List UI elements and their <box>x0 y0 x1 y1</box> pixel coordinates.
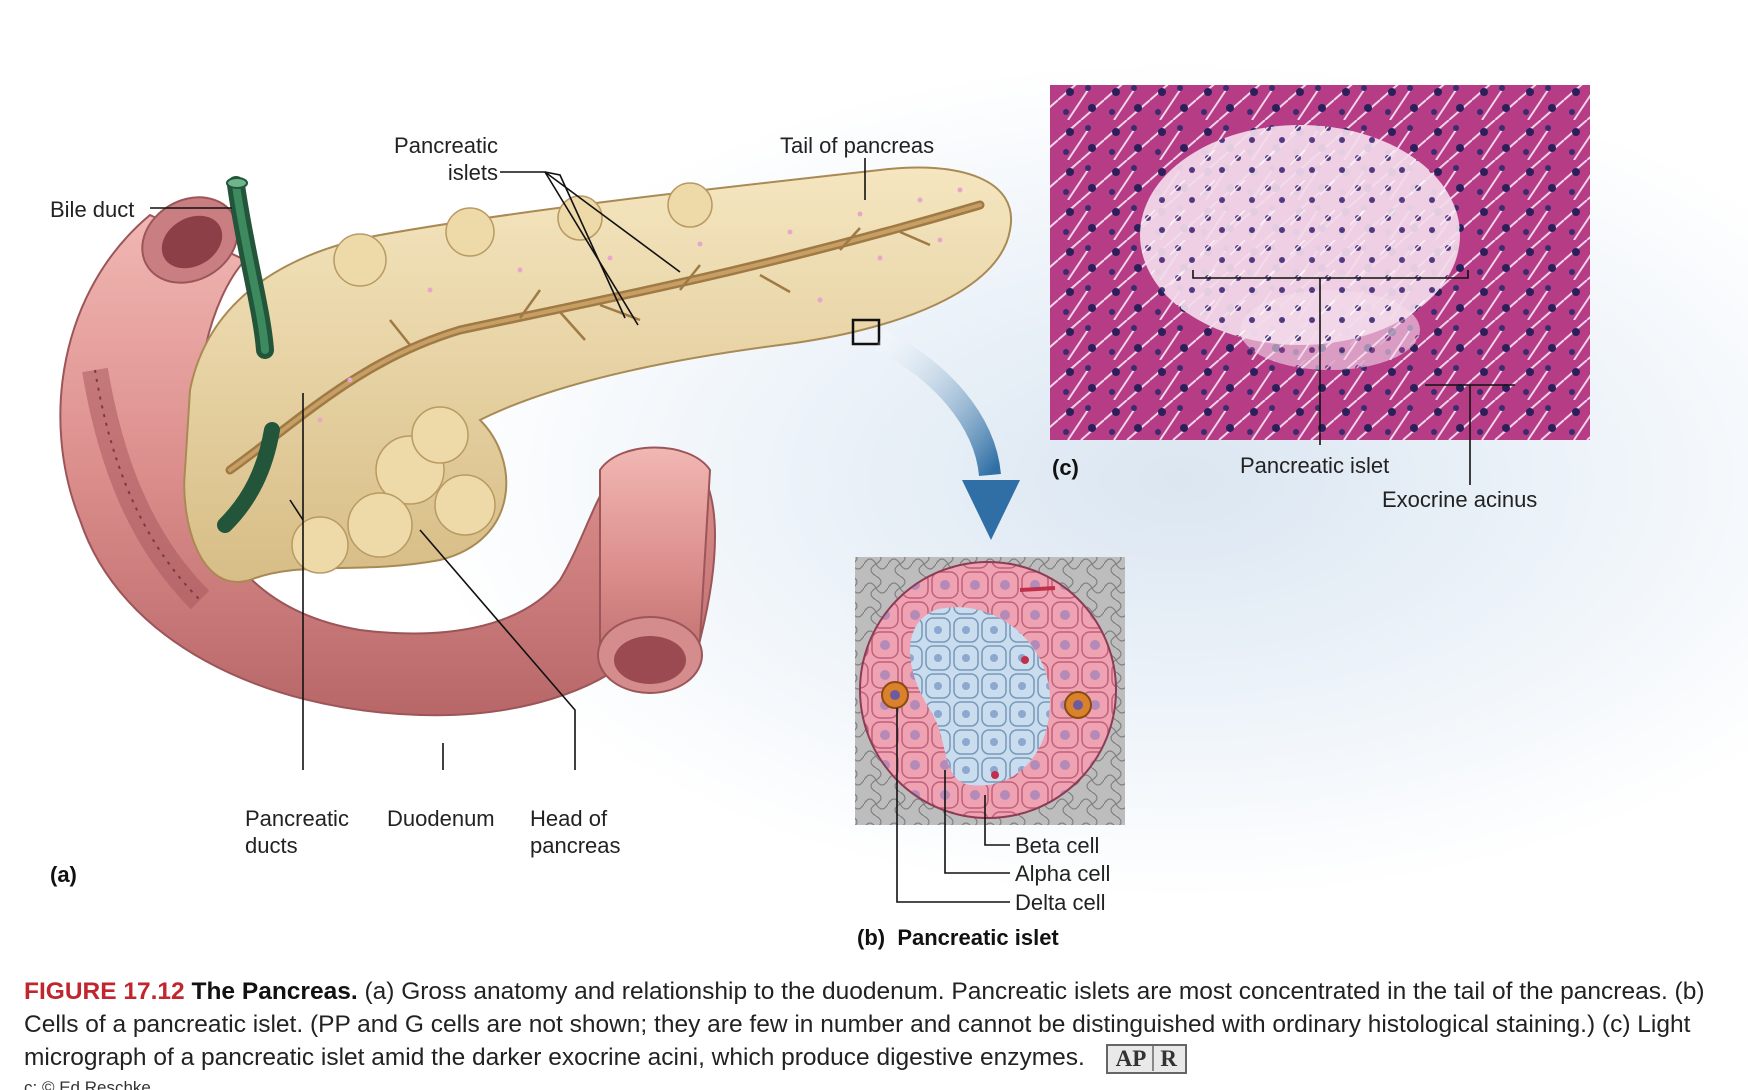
zoom-arrow <box>875 330 1001 477</box>
pancreas <box>183 166 1013 583</box>
label-pancreatic-ducts: Pancreatic ducts <box>245 806 349 858</box>
islet-diagram <box>855 557 1125 825</box>
panel-c-tag: (c) <box>1052 455 1079 480</box>
label-pancreatic-islets: Pancreatic islets <box>394 133 498 185</box>
zoom-arrowhead <box>962 480 1020 540</box>
micrograph <box>1050 85 1590 440</box>
label-micrograph-islet: Pancreatic islet <box>1240 453 1390 478</box>
zoom-box <box>851 318 881 346</box>
label-head-of-pancreas: Head of pancreas <box>530 806 621 858</box>
leader-lines <box>150 158 1515 903</box>
label-exocrine-acinus: Exocrine acinus <box>1382 487 1538 512</box>
label-tail-of-pancreas: Tail of pancreas <box>780 133 935 158</box>
label-delta-cell: Delta cell <box>1015 890 1106 915</box>
label-duodenum: Duodenum <box>387 806 495 831</box>
caption-text: (a) Gross anatomy and relationship to th… <box>24 978 1705 1071</box>
bile-duct <box>217 176 280 533</box>
duodenum <box>59 196 716 717</box>
figure-number: FIGURE 17.12 <box>24 978 185 1005</box>
figure-title: The Pancreas. <box>191 978 358 1005</box>
label-bile-duct: Bile duct <box>50 197 135 222</box>
figure-caption: FIGURE 17.12 The Pancreas. (a) Gross ana… <box>24 975 1724 1074</box>
panel-b-title: (b) Pancreatic islet <box>857 925 1059 950</box>
label-alpha-cell: Alpha cell <box>1015 861 1111 886</box>
panel-a-tag: (a) <box>50 862 77 887</box>
label-beta-cell: Beta cell <box>1015 833 1100 858</box>
image-credit: c: © Ed Reschke <box>24 1078 151 1090</box>
